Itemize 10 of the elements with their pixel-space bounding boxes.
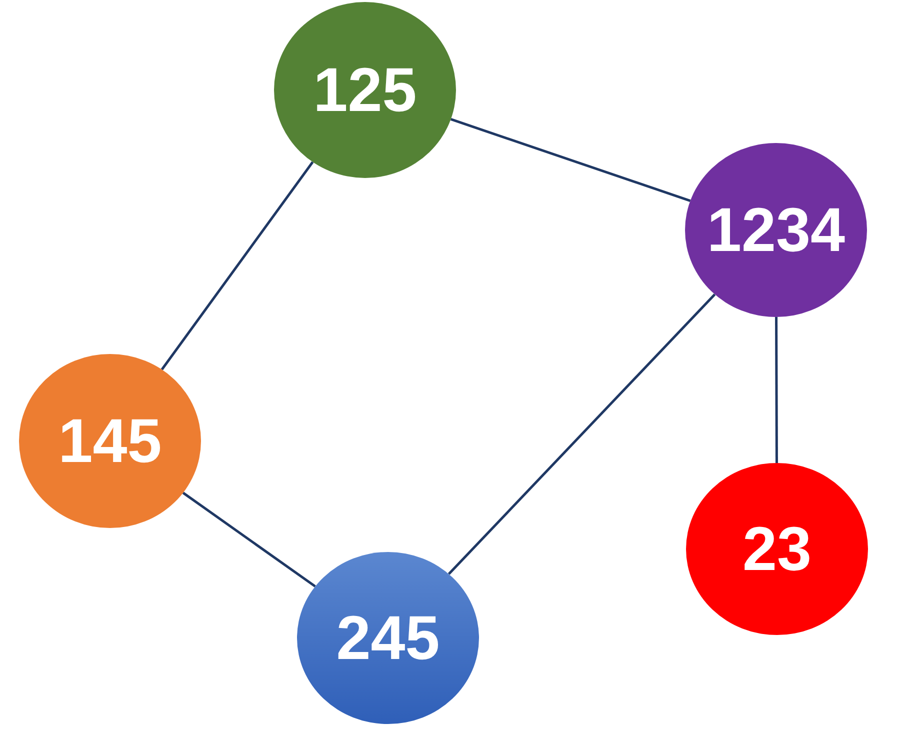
connector-line xyxy=(182,492,316,588)
node-label: 145 xyxy=(58,406,162,476)
connector-line xyxy=(450,118,691,202)
connector-line xyxy=(160,161,314,370)
node-label: 23 xyxy=(742,514,812,584)
connector-line xyxy=(775,317,778,463)
node-label: 125 xyxy=(313,54,417,126)
node-label: 245 xyxy=(336,602,440,674)
connector-line xyxy=(448,294,716,575)
node-label: 1234 xyxy=(707,194,845,266)
